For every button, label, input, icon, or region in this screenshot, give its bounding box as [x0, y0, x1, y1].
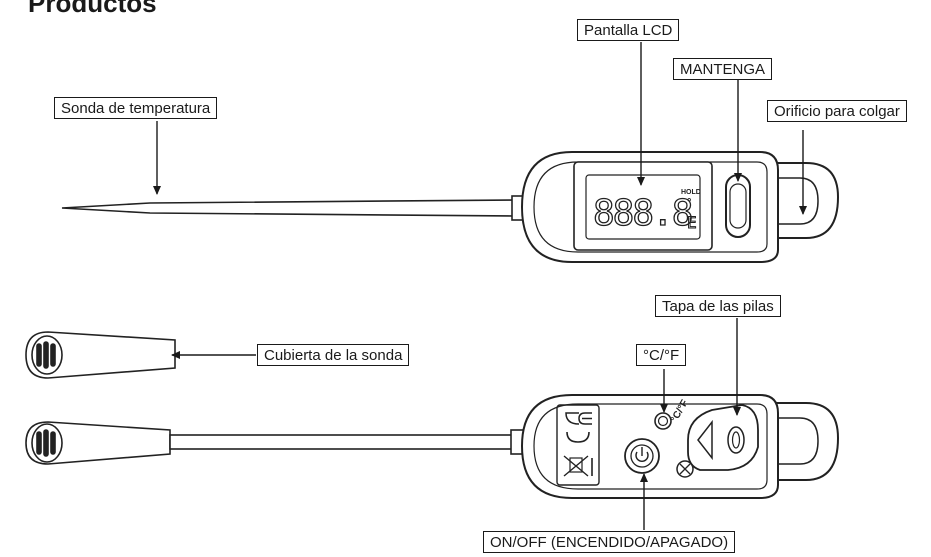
hang-loop: [768, 162, 840, 239]
label-unit-button: °C/°F: [636, 344, 687, 366]
thermometer-back: [25, 394, 840, 499]
label-probe-cover: Cubierta de la sonda: [257, 344, 410, 366]
unit-button: [654, 412, 672, 430]
page-title: Productos: [28, 0, 157, 18]
lcd-digits: 888.8: [593, 193, 692, 234]
label-battery-cover: Tapa de las pilas: [655, 295, 781, 317]
thermometer-front: [61, 151, 840, 263]
label-temperature-probe: Sonda de temperatura: [54, 97, 218, 119]
lcd-degree-symbol: °: [687, 197, 691, 209]
battery-cover: [687, 404, 759, 471]
label-lcd-screen: Pantalla LCD: [577, 19, 680, 41]
lcd-screen: [573, 161, 713, 251]
label-hang-hole: Orificio para colgar: [767, 100, 907, 122]
label-hold-button: MANTENGA: [673, 58, 773, 80]
lcd-unit-letter: E: [687, 213, 697, 232]
probe-needle: [61, 199, 516, 217]
leader-lines: [153, 42, 807, 530]
label-power-button: ON/OFF (ENCENDIDO/APAGADO): [483, 531, 736, 553]
lcd-hold-indicator: HOLD: [681, 189, 701, 196]
probe-cover: [25, 331, 176, 379]
certification-panel: [556, 404, 600, 486]
